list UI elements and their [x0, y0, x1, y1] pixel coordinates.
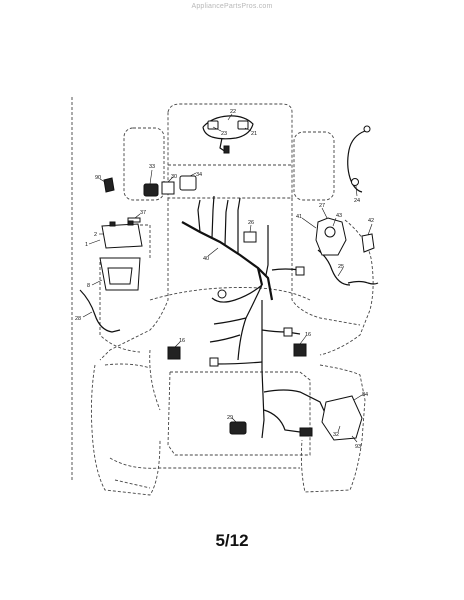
callout-26: 26: [248, 220, 254, 226]
callout-2: 2: [94, 232, 97, 238]
callout-43: 43: [336, 213, 342, 219]
switch-part: [161, 181, 175, 195]
callout-34: 34: [196, 172, 202, 178]
callout-93: 93: [355, 444, 361, 450]
battery-part: [101, 223, 143, 249]
switch-part: [143, 183, 159, 197]
battery-tray-inner-part: [107, 267, 133, 285]
ignition-switch-part: [321, 395, 363, 441]
callout-41: 41: [296, 214, 302, 220]
callout-24: 24: [354, 198, 360, 204]
connector-part: [283, 327, 293, 337]
switch-part: [293, 343, 307, 357]
callout-84: 84: [362, 392, 368, 398]
site-watermark: AppliancePartsPros.com: [191, 3, 273, 10]
callout-42: 42: [368, 218, 374, 224]
solenoid-part: [179, 175, 197, 191]
callout-33: 33: [149, 164, 155, 170]
connector-part: [209, 357, 219, 367]
callout-30: 30: [171, 174, 177, 180]
callout-8: 8: [87, 283, 90, 289]
callout-labels: 22 23 21 24 33 30 34 90 37 2 1 26 40 41 …: [75, 109, 374, 450]
battery-post-part: [127, 220, 134, 226]
ring-terminal-part: [351, 178, 359, 186]
callout-23: 23: [221, 131, 227, 137]
callout-16-left: 16: [179, 338, 185, 344]
leader-lines: [82, 113, 373, 443]
module-part: [243, 231, 257, 243]
headlight-right-part: [237, 120, 249, 130]
headlight-left-part: [207, 120, 219, 130]
battery-post-part: [109, 221, 116, 227]
headlight-connector-part: [223, 145, 230, 154]
callout-37: 37: [140, 210, 146, 216]
switch-part: [167, 346, 181, 360]
bracket-part: [361, 233, 375, 253]
callout-1: 1: [85, 242, 88, 248]
callout-22: 22: [230, 109, 236, 115]
callout-32: 32: [333, 432, 339, 438]
cable-end-part: [363, 125, 371, 133]
page-number: 5/12: [215, 531, 249, 550]
callout-16-right: 16: [305, 332, 311, 338]
ring-terminal-part: [217, 289, 227, 299]
callout-29: 29: [227, 415, 233, 421]
callout-90: 90: [95, 175, 101, 181]
callout-28: 28: [75, 316, 81, 322]
parts: [99, 120, 375, 441]
connector-part: [299, 427, 313, 437]
callout-40: 40: [203, 256, 209, 262]
callout-21: 21: [251, 131, 257, 137]
clip-part: [103, 177, 115, 193]
switch-part: [229, 421, 247, 435]
tractor-outline: [71, 97, 374, 496]
callout-27: 27: [319, 203, 325, 209]
callout-25: 25: [338, 264, 344, 270]
connector-part: [295, 266, 305, 276]
seat-switch-cap-part: [324, 226, 336, 238]
